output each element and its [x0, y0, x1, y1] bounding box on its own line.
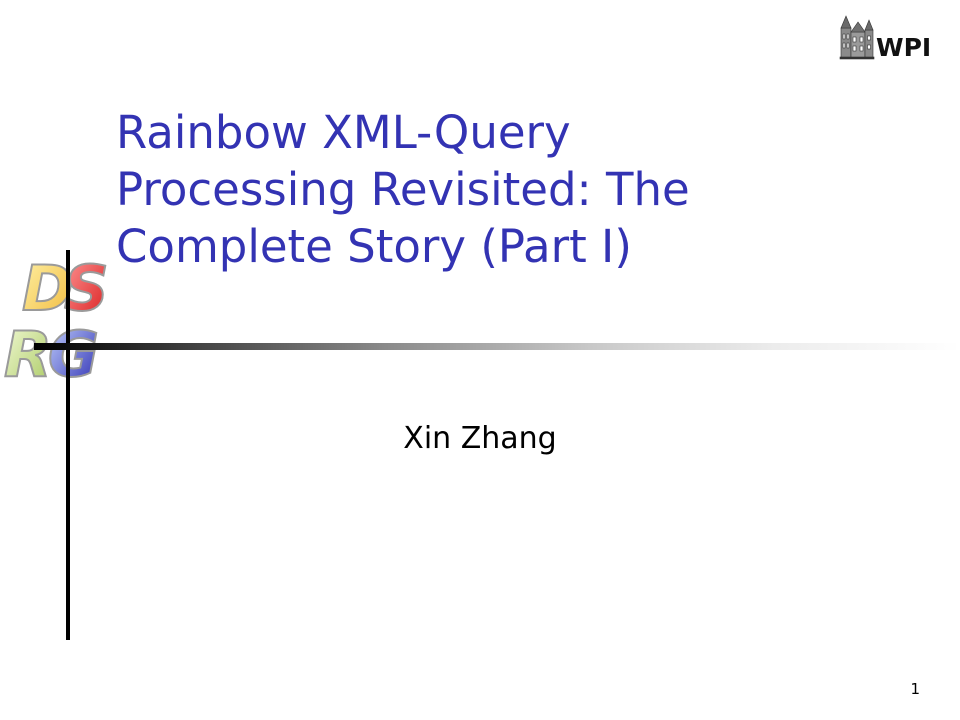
- wpi-building-icon: [839, 15, 875, 60]
- vertical-divider: [66, 250, 70, 640]
- dsrg-letter-d: D: [22, 252, 73, 325]
- slide-title: Rainbow XML-Query Processing Revisited: …: [116, 106, 690, 274]
- wpi-logo-text: WPI: [876, 33, 931, 62]
- horizontal-divider: [34, 343, 960, 350]
- dsrg-letter-s: S: [64, 252, 109, 325]
- dsrg-logo: D S R G: [3, 251, 110, 385]
- slide-number: 1: [910, 680, 920, 698]
- wpi-logo: WPI: [839, 15, 931, 62]
- dsrg-letter-r: R: [4, 318, 52, 385]
- dsrg-letter-g: G: [48, 318, 99, 385]
- author-name: Xin Zhang: [403, 421, 557, 456]
